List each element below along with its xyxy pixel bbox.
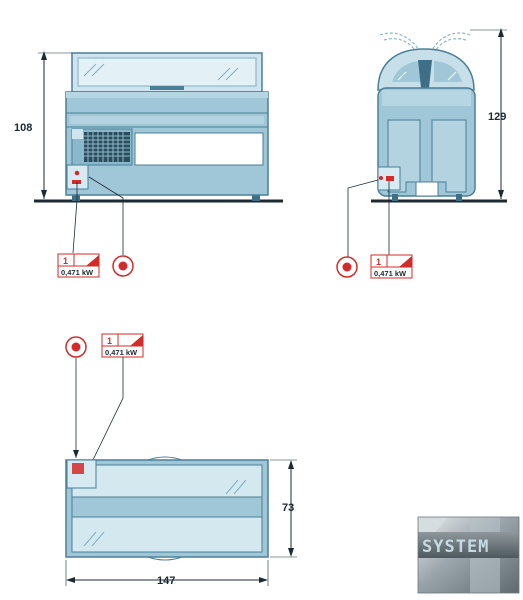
side-view: 129 (347, 28, 507, 258)
phase-label: 1 (376, 257, 381, 267)
side-height-dimension: 129 (488, 111, 506, 123)
top-depth-dimension: 73 (282, 502, 294, 514)
phase-label: 1 (63, 256, 68, 266)
socket-icon (336, 256, 358, 278)
top-view: 147 73 (65, 357, 297, 587)
power-badge-top: 1 0,471 kW (101, 333, 144, 358)
power-badge-side: 1 0,471 kW (370, 254, 413, 279)
power-badge-front: 1 0,471 kW (57, 253, 100, 278)
power-label: 0,471 kW (105, 348, 138, 357)
system-logo-icon: SYSTEM (417, 516, 520, 594)
phase-label: 1 (107, 336, 112, 346)
socket-icon (65, 336, 87, 358)
power-label: 0,471 kW (374, 269, 407, 278)
top-width-dimension: 147 (157, 575, 175, 587)
socket-icon (112, 255, 134, 277)
front-height-dimension: 108 (14, 122, 32, 134)
front-view: 108 (14, 51, 283, 255)
power-label: 0,471 kW (61, 268, 94, 277)
logo-text: SYSTEM (422, 537, 489, 557)
